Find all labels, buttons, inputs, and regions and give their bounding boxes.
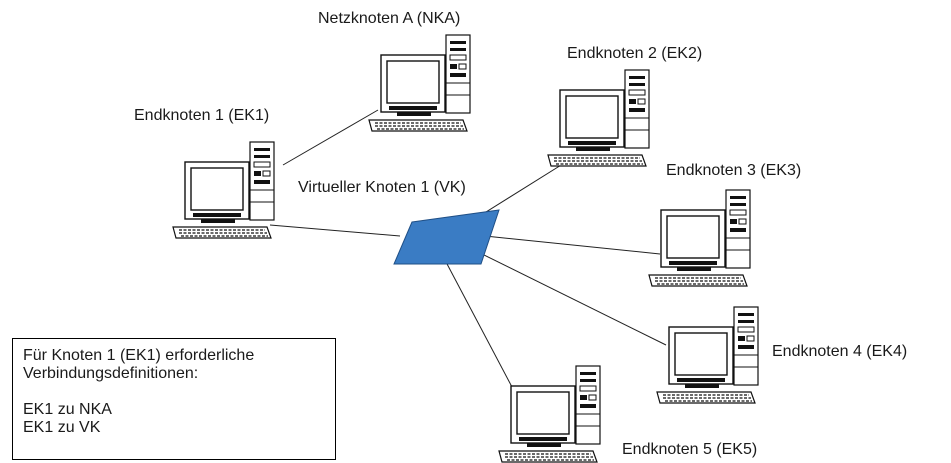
computer-icon-ek4[interactable] xyxy=(655,305,765,405)
note-line-1: Für Knoten 1 (EK1) erforderliche xyxy=(23,347,255,364)
label-nka: Netzknoten A (NKA) xyxy=(318,10,461,27)
note-line-2: Verbindungsdefinitionen: xyxy=(23,365,199,382)
computer-icon-ek5[interactable] xyxy=(497,364,607,463)
label-ek2: Endknoten 2 (EK2) xyxy=(567,45,703,62)
computer-icon-ek3[interactable] xyxy=(647,188,757,288)
link-vk-ek4 xyxy=(479,252,667,346)
link-ek1-nka xyxy=(282,109,379,166)
computer-icon-ek2[interactable] xyxy=(546,68,656,168)
link-vk-ek3 xyxy=(484,235,661,255)
computer-icon-ek1[interactable] xyxy=(171,140,281,240)
label-vk: Virtueller Knoten 1 (VK) xyxy=(298,179,466,196)
note-line-4: EK1 zu VK xyxy=(23,419,101,436)
label-ek4: Endknoten 4 (EK4) xyxy=(772,343,908,360)
connection-definitions-note: Für Knoten 1 (EK1) erforderliche Verbind… xyxy=(12,338,336,460)
computer-icon-nka[interactable] xyxy=(367,33,477,133)
link-ek1-vk xyxy=(269,224,401,237)
label-ek3: Endknoten 3 (EK3) xyxy=(666,162,802,179)
label-ek5: Endknoten 5 (EK5) xyxy=(622,441,758,458)
virtual-node-shape[interactable] xyxy=(393,209,500,265)
label-ek1: Endknoten 1 (EK1) xyxy=(134,107,270,124)
note-spacer xyxy=(23,383,325,401)
note-line-3: EK1 zu NKA xyxy=(23,401,112,418)
link-vk-ek5 xyxy=(445,261,513,388)
